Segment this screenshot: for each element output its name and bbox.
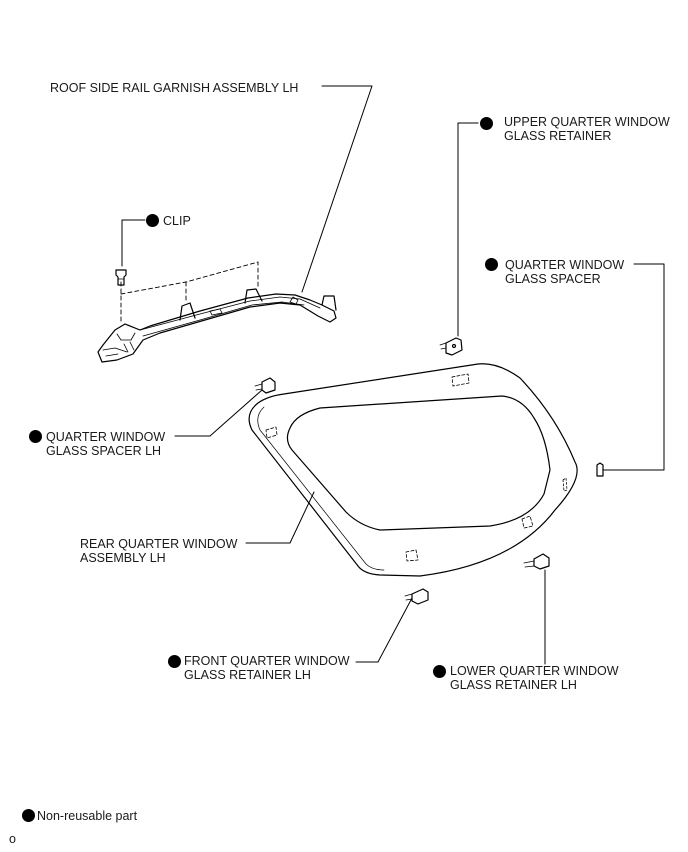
label-line-2: GLASS RETAINER LH (184, 668, 311, 682)
non-reusable-marker-upper-retainer (480, 117, 493, 130)
label-line-2: ASSEMBLY LH (80, 551, 166, 565)
label-line-2: GLASS SPACER (505, 272, 601, 286)
rear-quarter-window-glass (248, 363, 578, 577)
label-line-1: FRONT QUARTER WINDOW (184, 654, 350, 668)
label-line-1: QUARTER WINDOW (46, 430, 166, 444)
legend-non-reusable: Non-reusable part (37, 809, 137, 823)
non-reusable-marker-front-retainer (168, 655, 181, 668)
leader-lines (121, 85, 665, 665)
spacer-part (596, 462, 604, 477)
label-line-2: GLASS RETAINER LH (450, 678, 577, 692)
label-upper-retainer: UPPER QUARTER WINDOW GLASS RETAINER (504, 115, 670, 143)
non-reusable-marker-clip (146, 214, 159, 227)
label-line-2: GLASS SPACER LH (46, 444, 162, 458)
upper-retainer-part (439, 337, 463, 356)
label-rear-quarter-window-assembly: REAR QUARTER WINDOW ASSEMBLY LH (80, 537, 237, 565)
label-clip-text: CLIP (163, 214, 191, 228)
label-line-1: QUARTER WINDOW (505, 258, 625, 272)
non-reusable-legend-marker (22, 809, 35, 822)
label-spacer: QUARTER WINDOW GLASS SPACER (505, 258, 624, 286)
spacer-lh-part (254, 377, 276, 394)
front-retainer-part (404, 588, 429, 605)
label-lower-retainer: LOWER QUARTER WINDOW GLASS RETAINER LH (450, 664, 619, 692)
legend-non-reusable-text: Non-reusable part (37, 809, 138, 823)
label-line-2: GLASS RETAINER (504, 129, 612, 143)
roof-side-rail-garnish (97, 288, 337, 363)
label-line-1: REAR QUARTER WINDOW (80, 537, 238, 551)
lower-retainer-part (523, 553, 550, 570)
label-roof-side-rail-garnish-text: ROOF SIDE RAIL GARNISH ASSEMBLY LH (50, 81, 299, 95)
label-clip: CLIP (163, 214, 191, 228)
label-front-retainer: FRONT QUARTER WINDOW GLASS RETAINER LH (184, 654, 350, 682)
non-reusable-marker-spacer-lh (29, 430, 42, 443)
non-reusable-marker-spacer (485, 258, 498, 271)
label-line-1: UPPER QUARTER WINDOW (504, 115, 670, 129)
figure-code-text: o (9, 832, 16, 846)
label-line-1: LOWER QUARTER WINDOW (450, 664, 619, 678)
label-roof-side-rail-garnish: ROOF SIDE RAIL GARNISH ASSEMBLY LH (50, 81, 298, 95)
figure-code: o (9, 832, 16, 846)
label-spacer-lh: QUARTER WINDOW GLASS SPACER LH (46, 430, 165, 458)
clip-alignment-lines (120, 261, 259, 323)
non-reusable-marker-lower-retainer (433, 665, 446, 678)
clip-part (115, 269, 127, 286)
